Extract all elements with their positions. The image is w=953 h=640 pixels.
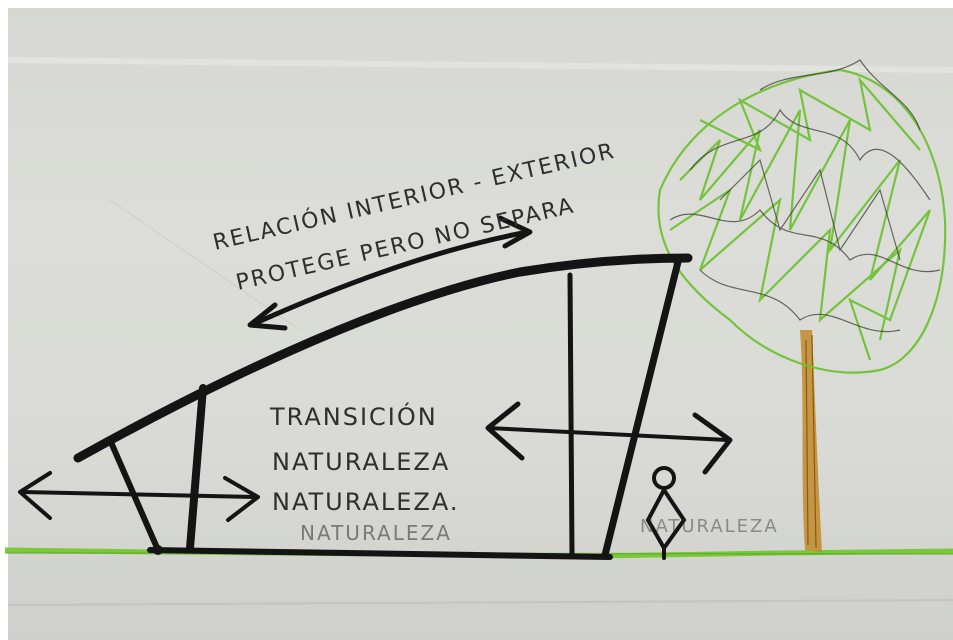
right-column [570,275,572,555]
ghost-text-2: NATURALEZA [640,516,779,537]
transition-line1: TRANSICIÓN [269,401,438,431]
floor-line [150,550,610,557]
tree-icon [658,60,945,552]
person-icon [648,468,684,558]
right-wall [605,262,678,555]
relation-annotation: RELACIÓN INTERIOR - EXTERIOR PROTEGE PER… [211,138,618,296]
transition-line2: NATURALEZA [272,448,450,476]
paper-top-edge [0,0,953,8]
paper-left-edge [0,0,8,640]
transition-line3: NATURALEZA. [272,488,459,516]
ghost-text-1: NATURALEZA [300,521,452,545]
left-column [190,388,203,548]
